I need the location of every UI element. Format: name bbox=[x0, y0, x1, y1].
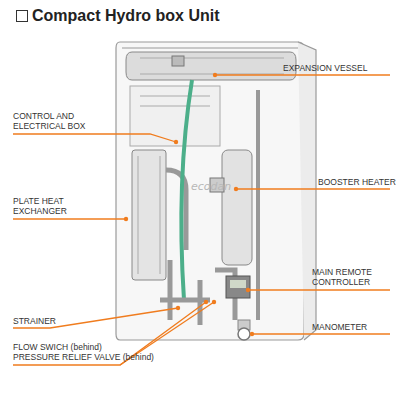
part-label: PLATE HEAT EXCHANGER bbox=[13, 196, 73, 216]
part-label: PRESSURE RELIEF VALVE (behind) bbox=[13, 352, 183, 362]
cabinet bbox=[116, 42, 316, 340]
part-label: STRAINER bbox=[13, 316, 103, 326]
part-label: MAIN REMOTE CONTROLLER bbox=[312, 267, 387, 287]
part-label: EXPANSION VESSEL bbox=[283, 63, 393, 73]
part-label: BOOSTER HEATER bbox=[318, 177, 403, 187]
title-checkbox bbox=[17, 11, 28, 22]
electrical-box bbox=[130, 86, 220, 146]
diagram-title: Compact Hydro box Unit bbox=[32, 7, 220, 25]
remote-controller bbox=[226, 276, 250, 298]
pipework bbox=[160, 260, 235, 325]
green-pipe bbox=[181, 80, 192, 300]
part-label: FLOW SWICH (behind) bbox=[13, 342, 173, 352]
plate-heat-exchanger bbox=[132, 150, 186, 280]
part-label: MANOMETER bbox=[312, 322, 402, 332]
part-label: CONTROL AND ELECTRICAL BOX bbox=[13, 111, 93, 131]
booster-heater bbox=[210, 90, 258, 320]
expansion-vessel bbox=[126, 52, 296, 80]
leader-lines bbox=[13, 75, 390, 365]
watermark: ecodan bbox=[191, 180, 251, 193]
manometer bbox=[238, 320, 250, 340]
leader-dots bbox=[124, 73, 254, 336]
